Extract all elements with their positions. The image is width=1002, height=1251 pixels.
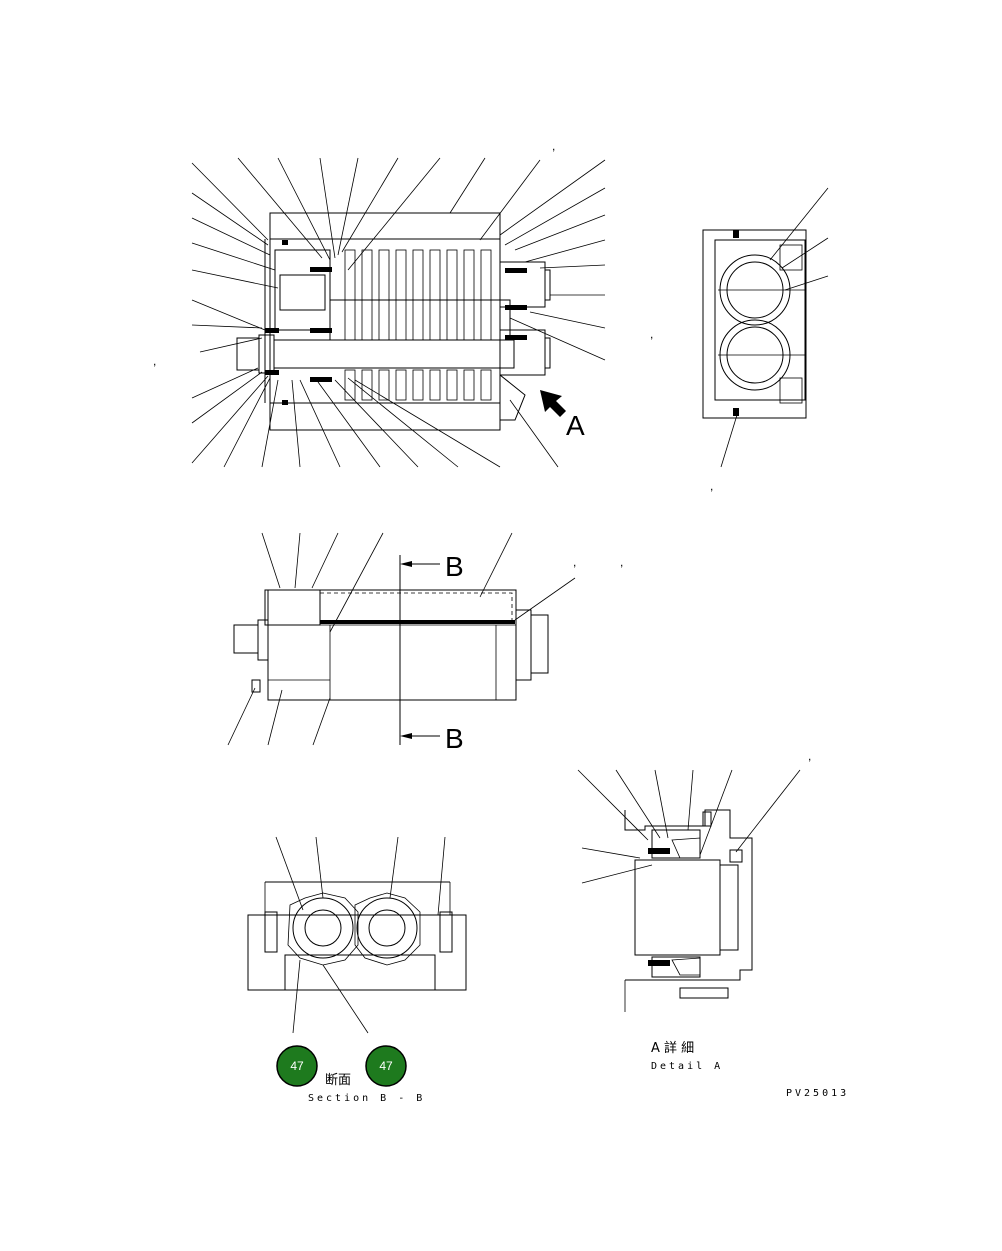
stray-mark: ,	[573, 555, 576, 569]
stray-mark: ,	[650, 327, 653, 341]
view-a-label: A	[566, 410, 585, 441]
leader-lines-bottom	[191, 367, 559, 468]
badge-right-label: 47	[379, 1059, 393, 1073]
drawing-code: PV25013	[786, 1088, 849, 1099]
stray-mark: ,	[620, 555, 623, 569]
badge-left-label: 47	[290, 1059, 304, 1073]
detail-a-title-en: Detail A	[651, 1061, 723, 1072]
main-section-view: A	[191, 157, 606, 468]
section-marker-top: B	[445, 551, 464, 582]
badge-left: 47	[276, 1045, 318, 1087]
section-bb-title-en: Section B - B	[308, 1093, 425, 1104]
section-bb-view: 47 47 断面 Section B - B	[247, 836, 467, 1104]
section-marker-bottom: B	[445, 723, 464, 754]
badge-right: 47	[365, 1045, 407, 1087]
detail-a-title-jp: A 詳 細	[651, 1040, 694, 1056]
leader-lines-top	[191, 157, 606, 361]
stray-mark: ,	[710, 479, 713, 493]
stray-mark: ,	[552, 139, 555, 153]
end-view	[702, 187, 829, 468]
detail-a-view: A 詳 細 Detail A	[577, 769, 801, 1072]
side-view: B B	[227, 532, 576, 754]
section-bb-title-jp: 断面	[325, 1073, 351, 1088]
rotor-blades	[344, 249, 492, 401]
stray-mark: ,	[808, 749, 811, 763]
stray-mark: ,	[153, 354, 156, 368]
